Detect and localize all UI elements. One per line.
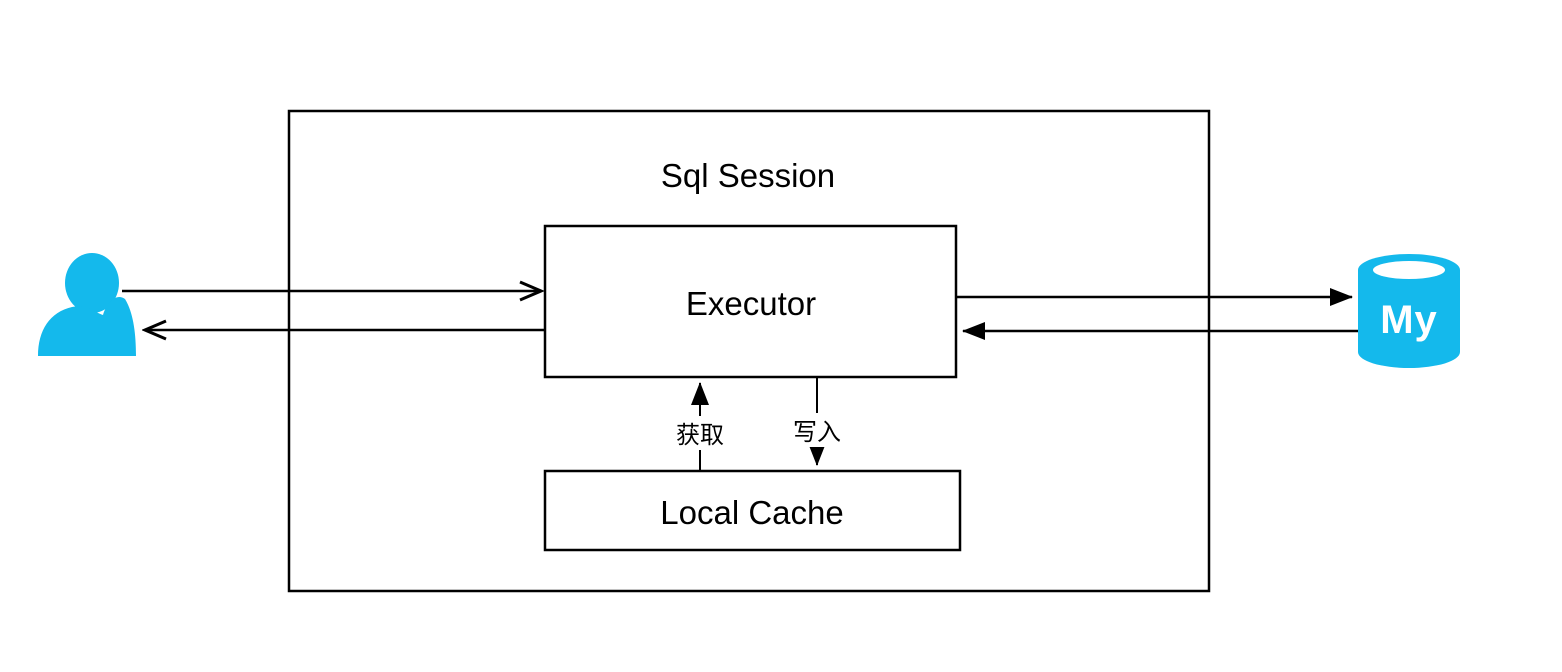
fetch-label-mask xyxy=(671,416,729,450)
executor-box xyxy=(543,224,958,379)
sql-session-title: Sql Session xyxy=(661,157,835,194)
fetch-edge-label-group: 获取 xyxy=(671,416,729,450)
write-edge-label: 写入 xyxy=(793,419,841,446)
user-body-shape xyxy=(38,296,136,356)
user-person-icon xyxy=(38,253,136,356)
executor-node: Executor xyxy=(543,224,958,379)
write-label-mask xyxy=(790,413,844,447)
sql-session-box xyxy=(287,109,1211,593)
executor-label: Executor xyxy=(686,285,816,322)
mysql-cylinder-shape xyxy=(1358,254,1460,368)
user-head-shape xyxy=(65,253,119,313)
mysql-database-icon: My xyxy=(1358,254,1460,368)
write-edge-label-group: 写入 xyxy=(790,413,844,447)
fetch-edge-label: 获取 xyxy=(676,422,724,449)
sql-session-container: Sql Session xyxy=(287,109,1211,593)
local-cache-label: Local Cache xyxy=(660,494,843,531)
local-cache-box xyxy=(543,469,962,552)
local-cache-node: Local Cache xyxy=(543,469,962,552)
mysql-label: My xyxy=(1380,298,1438,342)
mysql-cylinder-top xyxy=(1373,261,1445,279)
